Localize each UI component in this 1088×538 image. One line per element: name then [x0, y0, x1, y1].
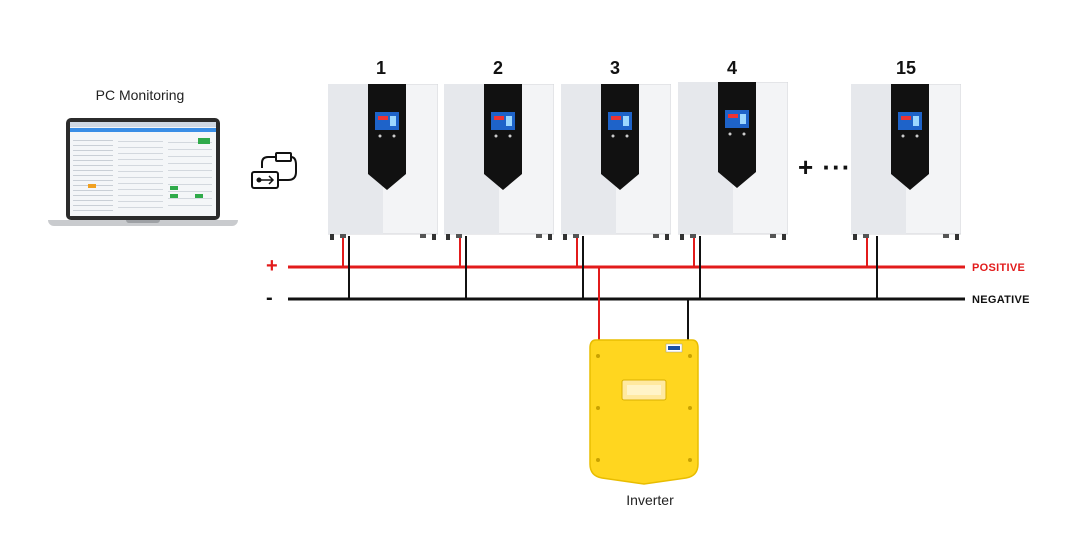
- inverter-unit: [589, 339, 699, 485]
- positive-bus-label: POSITIVE: [972, 262, 1026, 274]
- battery-3-connections: [576, 236, 584, 299]
- battery-4-connections: [693, 236, 701, 299]
- battery-number-15: 15: [895, 58, 917, 78]
- battery-unit-15: [851, 84, 961, 240]
- battery-2-connections: [459, 236, 467, 299]
- pc-monitoring-label: PC Monitoring: [95, 87, 185, 103]
- battery-unit-2: [444, 84, 554, 240]
- more-batteries-marker: + ···: [798, 152, 852, 182]
- battery-unit-4: [678, 82, 788, 240]
- inverter-label: Inverter: [626, 492, 674, 508]
- negative-bus-label: NEGATIVE: [972, 294, 1030, 306]
- battery-number-1: 1: [375, 58, 386, 78]
- positive-sign: +: [266, 255, 278, 277]
- battery-number-3: 3: [609, 58, 620, 78]
- negative-sign: -: [266, 287, 273, 309]
- battery-unit-3: [561, 84, 671, 240]
- battery-15-connections: [866, 236, 878, 299]
- battery-unit-1: [328, 84, 438, 240]
- laptop-image: [48, 118, 238, 230]
- usb-cable-icon: [251, 152, 297, 189]
- battery-number-4: 4: [726, 58, 737, 78]
- battery-1-connections: [342, 236, 350, 299]
- monitoring-screen: [70, 122, 216, 216]
- battery-number-2: 2: [492, 58, 503, 78]
